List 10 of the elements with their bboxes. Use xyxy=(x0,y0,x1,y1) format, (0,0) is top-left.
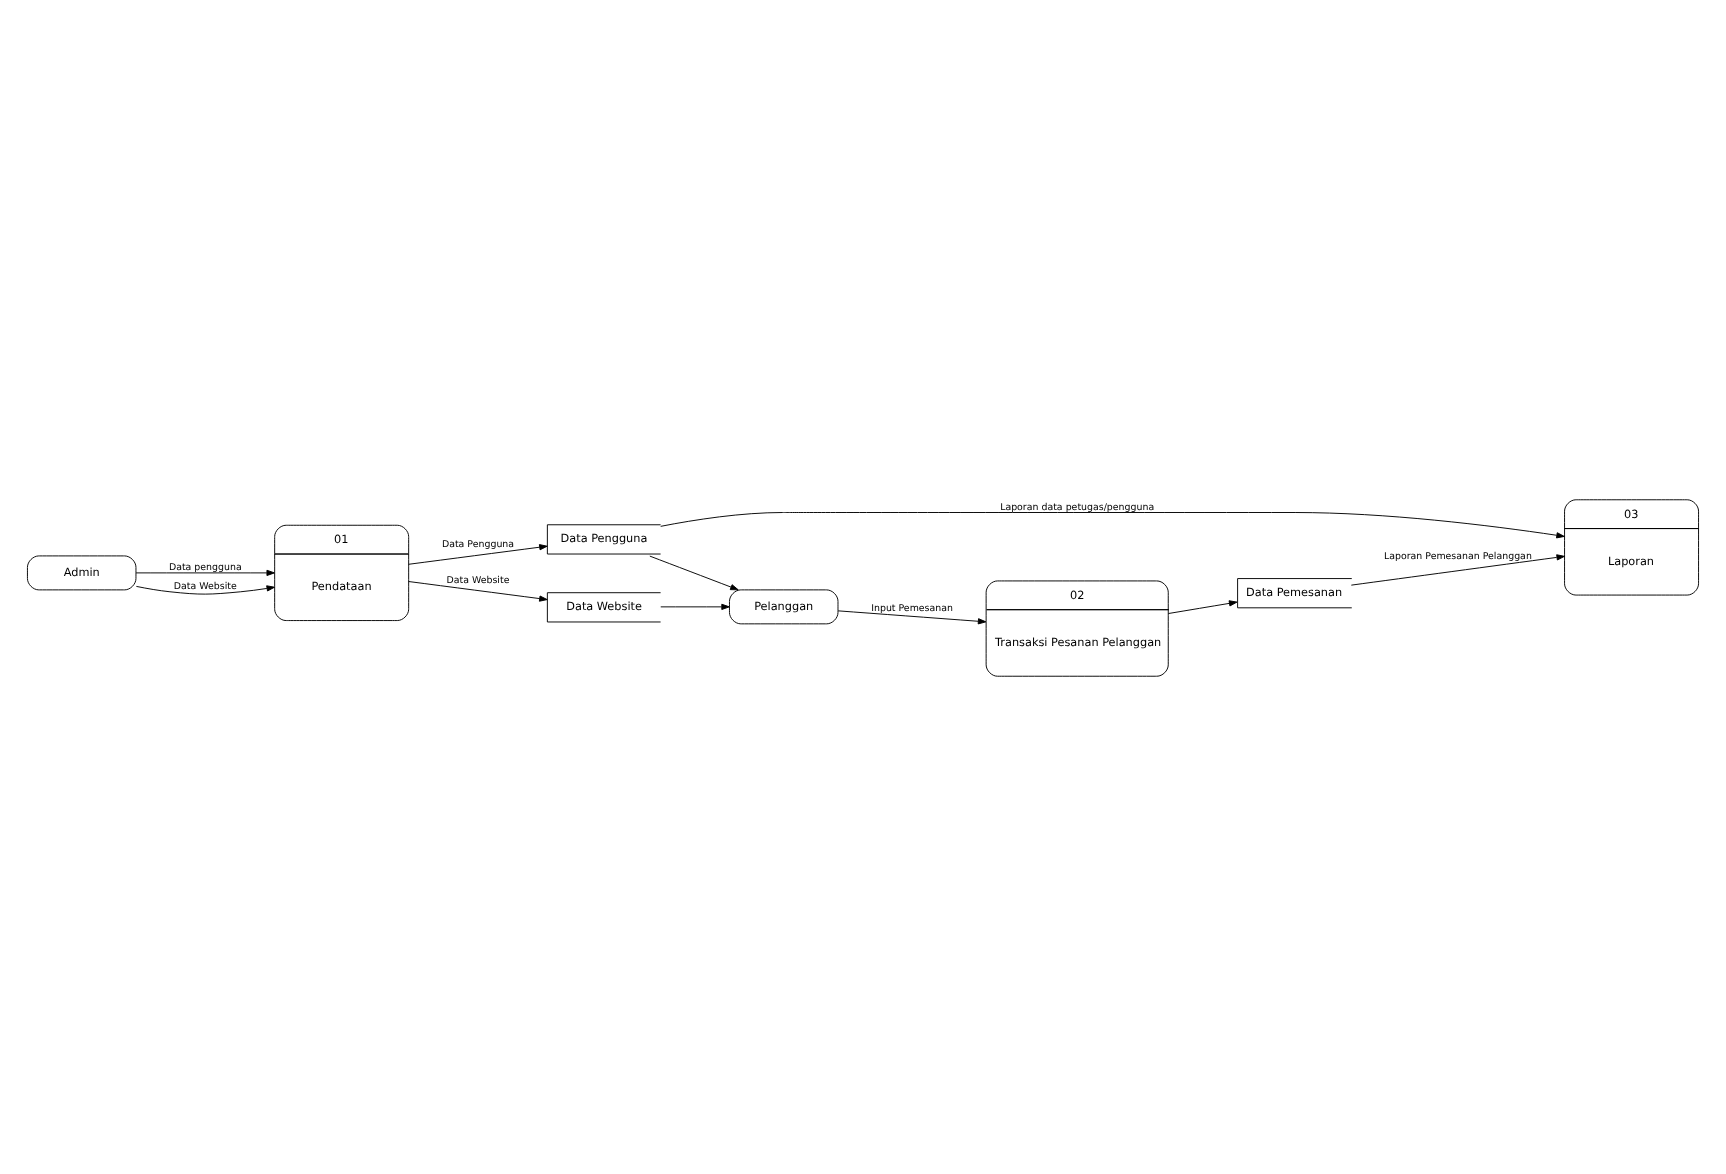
arrow xyxy=(1350,553,1565,585)
arrow xyxy=(135,584,275,594)
arrow xyxy=(649,554,739,590)
arrow xyxy=(660,602,730,609)
arrow xyxy=(135,568,275,575)
arrow xyxy=(660,511,1565,538)
arrow xyxy=(1167,599,1238,613)
arrow xyxy=(408,543,548,564)
arrow xyxy=(837,609,987,624)
arrow xyxy=(408,580,548,601)
